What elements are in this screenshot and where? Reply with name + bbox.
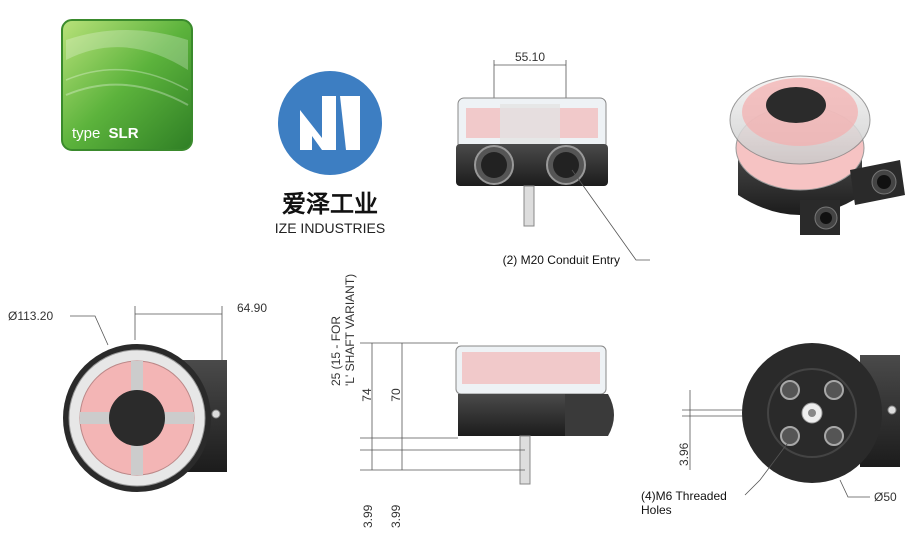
product-badge: type SLR bbox=[61, 19, 193, 151]
dim-top-width: 55.10 bbox=[515, 50, 545, 64]
dim-diameter: Ø113.20 bbox=[8, 309, 53, 323]
brand-chinese: 爱泽工业 bbox=[282, 190, 378, 218]
badge-prefix: type bbox=[72, 125, 100, 142]
dim-rear-diameter: Ø50 bbox=[874, 490, 897, 504]
dim-variant-1: 25 (15 - FOR bbox=[329, 316, 343, 386]
brand-english: IZE INDUSTRIES bbox=[275, 220, 385, 236]
dim-side-offset: 64.90 bbox=[237, 301, 267, 315]
dim-height-74: 74 bbox=[360, 388, 374, 402]
callout-conduit: (2) M20 Conduit Entry bbox=[503, 253, 620, 267]
dim-rear-offset: 3.96 bbox=[677, 442, 691, 466]
callout-holes-1: (4)M6 Threaded bbox=[641, 489, 727, 503]
dim-shaft-a: 3.99 bbox=[361, 504, 375, 528]
brand-logo: 爱泽工业 IZE INDUSTRIES bbox=[275, 71, 385, 236]
dim-variant-2: 'L' SHAFT VARIANT) bbox=[343, 274, 357, 386]
callout-holes-2: Holes bbox=[641, 503, 672, 517]
badge-model: SLR bbox=[109, 125, 139, 142]
svg-text:type SLR: type SLR bbox=[72, 125, 139, 142]
rear-view: 3.96 (4)M6 Threaded Holes Ø50 bbox=[641, 343, 900, 517]
iso-view bbox=[729, 75, 905, 235]
plan-view: Ø113.20 64.90 bbox=[8, 301, 267, 492]
dim-shaft-b: 3.99 bbox=[389, 504, 403, 528]
front-view-top: 55.10 (2) M20 Conduit Entry bbox=[456, 50, 650, 267]
dim-height-70: 70 bbox=[389, 388, 403, 402]
side-view: 25 (15 - FOR 'L' SHAFT VARIANT) 74 70 3.… bbox=[329, 274, 614, 528]
